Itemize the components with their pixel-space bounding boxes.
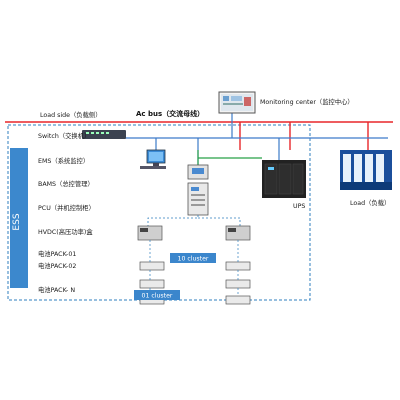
cluster-01-label: 01 cluster — [142, 293, 173, 300]
battery-module-icon — [225, 225, 251, 305]
ups-cabinet-icon — [262, 160, 306, 198]
ups-label: UPS — [293, 203, 305, 210]
monitor-screen-icon — [218, 91, 256, 114]
cluster-connectors — [147, 215, 241, 226]
pack-02-label: 电池PACK-02 — [38, 261, 76, 270]
ac-bus-label: Ac bus（交流母线） — [136, 109, 204, 118]
control-cabinet-icon — [187, 164, 209, 216]
load-label: Load（负载） — [350, 198, 390, 207]
switch-label: Switch（交换机） — [38, 131, 90, 140]
workstation-icon — [140, 149, 166, 169]
data-center-icon — [340, 150, 392, 190]
monitoring-center-label: Monitoring center（监控中心） — [260, 97, 354, 106]
bams-label: BAMS（总控管理） — [38, 179, 94, 188]
network-switch-icon — [82, 130, 126, 139]
pack-01-label: 电池PACK-01 — [38, 249, 76, 258]
ems-label: EMS（系统监控） — [38, 156, 89, 165]
cluster-10-tag — [170, 253, 216, 263]
cluster-10-label: 10 cluster — [178, 256, 209, 263]
ess-label-bar — [10, 148, 28, 288]
ess-label: ESS — [12, 213, 22, 230]
hvdc-label: HVDC(高压功率)盒 — [38, 227, 93, 236]
cluster-column-links — [149, 240, 239, 296]
pack-n-label: 电池PACK- N — [38, 285, 75, 294]
cluster-01-tag — [134, 290, 180, 300]
load-side-label: Load side（负载侧） — [40, 110, 102, 119]
pcu-label: PCU（并机控制柜） — [38, 203, 95, 212]
